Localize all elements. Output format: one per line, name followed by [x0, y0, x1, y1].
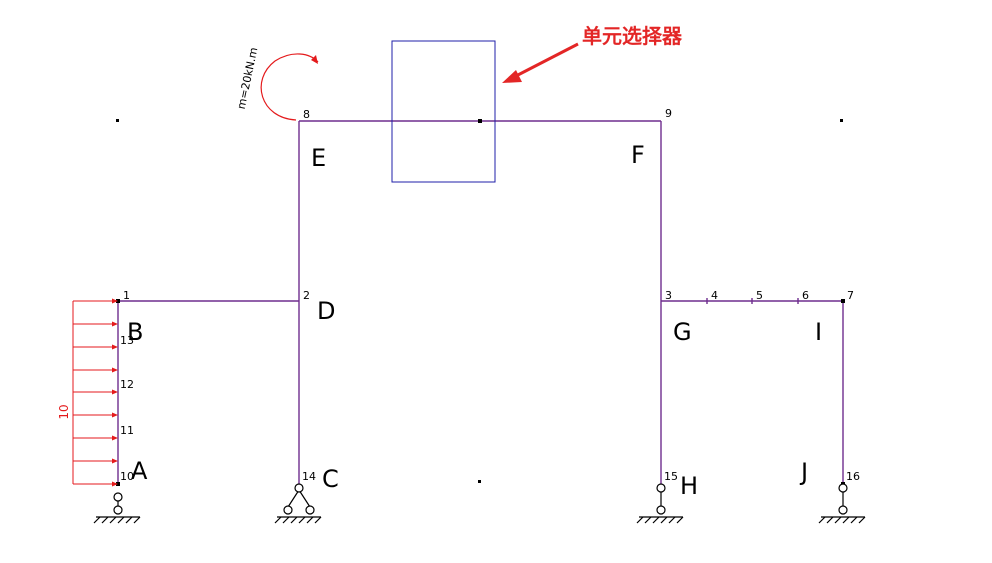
point-label-b: B [127, 318, 143, 346]
support-leg [298, 489, 311, 508]
grid-dot [478, 480, 481, 483]
ground-hatch [109, 516, 117, 524]
ground-hatch [668, 516, 676, 524]
load-arrowhead [112, 367, 118, 373]
node-number-11: 11 [120, 424, 134, 437]
node-number-3: 3 [665, 289, 672, 302]
support-hinge-bottom [838, 505, 848, 515]
callout-arrowhead [502, 70, 522, 83]
ground-hatch [314, 516, 322, 524]
grid-dots [116, 119, 843, 483]
support-hinge-top [294, 483, 304, 493]
point-label-a: A [131, 457, 148, 485]
node-number-8: 8 [303, 108, 310, 121]
load-arrowhead [112, 344, 118, 350]
support-c [274, 483, 322, 524]
support-hinge-top [838, 483, 848, 493]
node-number-6: 6 [802, 289, 809, 302]
ground-hatch [850, 516, 858, 524]
node-number-12: 12 [120, 378, 134, 391]
selector-callout-label: 单元选择器 [582, 24, 683, 48]
point-labels: A B C D E F G H I J [127, 141, 822, 500]
ground-hatch [826, 516, 834, 524]
node-markers [116, 119, 845, 486]
support-hinge-right [305, 505, 315, 515]
support-hinge-top [656, 483, 666, 493]
point-label-j: J [799, 458, 808, 486]
node-number-9: 9 [665, 107, 672, 120]
ground-hatch [834, 516, 842, 524]
node-numbers: 1 2 3 4 5 6 7 8 9 10 11 12 13 14 15 16 [120, 107, 860, 483]
support-hinge-top [113, 492, 123, 502]
support-leg [287, 489, 300, 508]
ground-hatch [306, 516, 314, 524]
load-arrowhead [112, 321, 118, 327]
distributed-load: 10 [57, 298, 118, 487]
load-arrowhead [112, 298, 118, 304]
ground-hatch [93, 516, 101, 524]
load-arrowhead [112, 481, 118, 487]
load-arrowhead [112, 435, 118, 441]
point-label-g: G [673, 318, 692, 346]
ground-hatch [636, 516, 644, 524]
node-number-10: 10 [120, 470, 134, 483]
point-label-h: H [680, 472, 698, 500]
node-number-13: 13 [120, 334, 134, 347]
node-number-5: 5 [756, 289, 763, 302]
ground-hatch [660, 516, 668, 524]
load-arrowhead [112, 389, 118, 395]
support-h [636, 483, 684, 524]
node-number-7: 7 [847, 289, 854, 302]
grid-dot [116, 119, 119, 122]
support-a [93, 492, 141, 524]
node-number-14: 14 [302, 470, 316, 483]
ground-hatch [652, 516, 660, 524]
ground-hatch [282, 516, 290, 524]
element-selector-box[interactable] [391, 40, 496, 183]
ground-hatch [125, 516, 133, 524]
node-number-2: 2 [303, 289, 310, 302]
selector-callout: 单元选择器 [502, 24, 683, 83]
node-number-15: 15 [664, 470, 678, 483]
support-hinge-left [283, 505, 293, 515]
ground-hatch [101, 516, 109, 524]
node-number-16: 16 [846, 470, 860, 483]
load-arrowhead [112, 412, 118, 418]
ground-hatch [644, 516, 652, 524]
point-label-i: I [815, 318, 822, 346]
grid-dot [840, 119, 843, 122]
point-label-d: D [317, 297, 335, 325]
moment-arc [260, 53, 319, 121]
ground-hatch [858, 516, 866, 524]
moment-arrowhead [311, 55, 318, 64]
distributed-load-value: 10 [57, 404, 71, 419]
node-marker[interactable] [841, 299, 845, 303]
point-label-e: E [311, 144, 326, 172]
frame-members [117, 120, 844, 484]
point-label-f: F [631, 141, 645, 169]
node-marker[interactable] [478, 119, 482, 123]
point-label-c: C [322, 465, 339, 493]
ground-hatch [133, 516, 141, 524]
node-number-1: 1 [123, 289, 130, 302]
ground-hatch [818, 516, 826, 524]
ground-hatch [117, 516, 125, 524]
ground-hatch [298, 516, 306, 524]
support-hinge-bottom [113, 505, 123, 515]
ground-hatch [290, 516, 298, 524]
callout-arrow-shaft [513, 42, 579, 79]
support-j [818, 483, 866, 524]
ground-hatch [274, 516, 282, 524]
node-number-4: 4 [711, 289, 718, 302]
moment-label: m=20kN.m [235, 46, 261, 110]
support-hinge-bottom [656, 505, 666, 515]
ground-hatch [676, 516, 684, 524]
load-arrowhead [112, 458, 118, 464]
ground-hatch [842, 516, 850, 524]
